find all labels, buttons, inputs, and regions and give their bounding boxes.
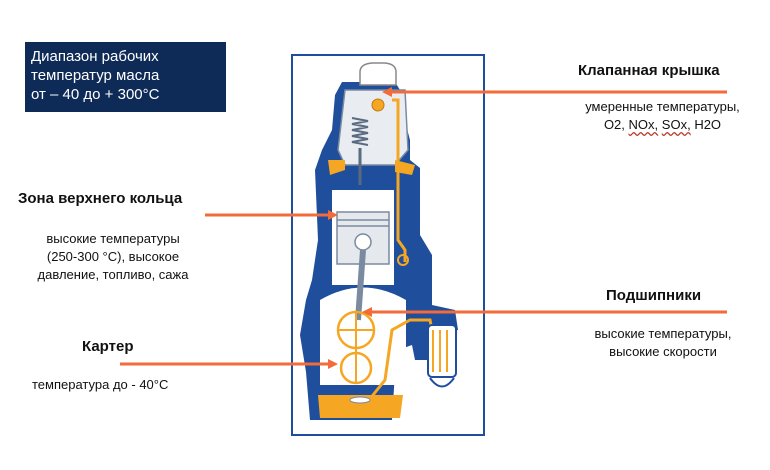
valve-cover-title: Клапанная крышка [578, 62, 720, 79]
info-line-2: температур масла [31, 67, 160, 84]
oil-head-right [395, 160, 415, 175]
bearings-description: высокие температуры, высокие скорости [578, 325, 748, 361]
info-line-1: Диапазон рабочих [31, 48, 159, 65]
rocker-oil-point [371, 98, 385, 112]
bearings-desc-line-1: высокие температуры, [594, 326, 732, 341]
valve-cover-description: умеренные температуры, O2, NOx, SOx, H2O [575, 98, 750, 134]
top-ring-desc-line-1: высокие температуры [46, 231, 180, 246]
oil-gallery-upper [392, 98, 407, 262]
crankcase-description: температура до - 40°C [32, 377, 169, 392]
oil-filter-point [397, 254, 409, 266]
crankcase-arrowhead [328, 359, 338, 369]
pointer-lines [120, 87, 727, 369]
connecting-rod [355, 249, 366, 321]
o2-text: O2, [603, 117, 625, 132]
top-ring-desc-line-2: (250-300 °C), высокое [46, 249, 180, 264]
valve-cover-desc-line-1: умеренные температуры, [585, 99, 740, 114]
valve-cover-desc-line-2: O2, NOx, SOx, H2O [575, 116, 750, 134]
h2o-text: H2O [694, 117, 722, 132]
valve-cover-cap [359, 62, 397, 86]
piston-pin [354, 233, 372, 251]
oil-pickup [349, 396, 371, 404]
nox-text: NOx, [628, 117, 659, 132]
oil-head-left [328, 160, 345, 175]
crank-chamber [320, 287, 406, 385]
oil-feed-line [363, 318, 434, 406]
bearings-desc-line-2: высокие скорости [609, 344, 717, 359]
top-ring-description: высокие температуры (250-300 °C), высоко… [18, 230, 208, 284]
oil-sump [318, 395, 403, 418]
top-ring-arrowhead [328, 210, 338, 220]
oil-temperature-range-box: Диапазон рабочих температур масла от – 4… [25, 42, 226, 112]
bearings-arrowhead [362, 307, 372, 317]
oil-filter [427, 324, 457, 378]
valve-spring [351, 117, 369, 146]
top-ring-title: Зона верхнего кольца [18, 190, 183, 207]
sox-text: SOx, [661, 117, 691, 132]
top-ring-desc-line-3: давление, топливо, сажа [37, 267, 189, 282]
bearings-title: Подшипники [606, 287, 702, 304]
info-line-3: от – 40 до + 300°C [31, 86, 160, 103]
filter-base [429, 377, 455, 388]
valve-cover-arrowhead [382, 87, 392, 97]
crankcase-title: Картер [82, 338, 134, 355]
